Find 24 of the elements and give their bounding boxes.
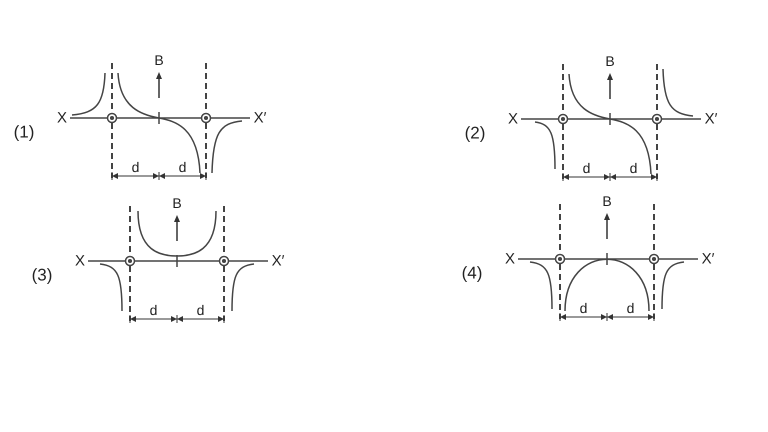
axis-label: X [75, 254, 85, 268]
axis-label: B [172, 196, 182, 210]
axis-label: B [154, 53, 164, 67]
panel-number: (1) [14, 124, 34, 140]
axis-label: B [605, 54, 615, 68]
axis-label: X [508, 112, 518, 126]
axis-label: X′ [254, 110, 266, 126]
distance-label: d [630, 161, 638, 175]
distance-label: d [132, 160, 140, 174]
panel-number: (2) [464, 124, 486, 142]
axis-label: X [505, 252, 515, 266]
panel-number: (3) [32, 266, 52, 284]
axis-label: B [602, 194, 612, 208]
axis-label: X′ [702, 252, 714, 266]
distance-label: d [150, 303, 158, 317]
panel-number: (4) [462, 264, 482, 282]
distance-label: d [582, 161, 590, 175]
distance-label: d [196, 303, 204, 317]
distance-label: d [580, 301, 588, 315]
distance-label: d [626, 301, 634, 315]
distance-label: d [178, 160, 186, 174]
axis-label: X [57, 110, 67, 126]
axis-label: X′ [704, 112, 718, 126]
axis-label: X′ [272, 254, 284, 268]
